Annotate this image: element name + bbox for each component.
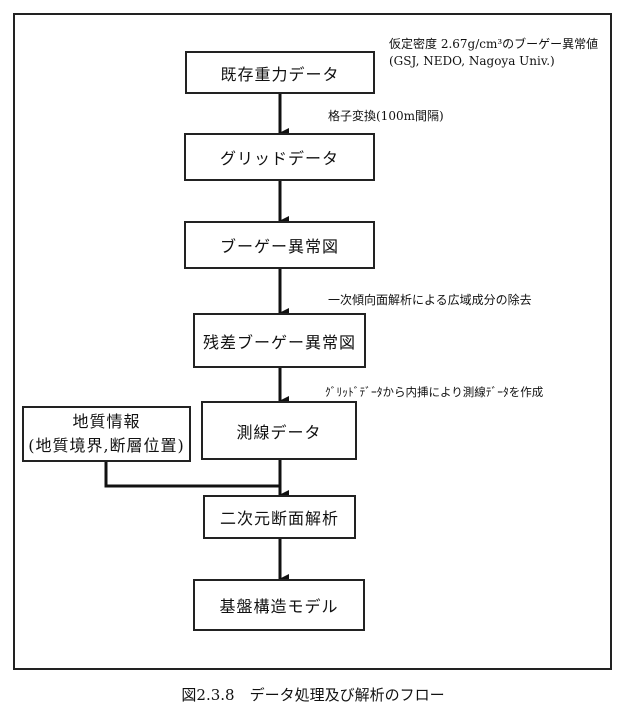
trend-removal-note: 一次傾向面解析による広域成分の除去 bbox=[328, 293, 532, 307]
grid-data-box: グリッドデータ bbox=[184, 133, 375, 181]
interpolation-note: ｸﾞﾘｯﾄﾞﾃﾞｰﾀから内挿により測線ﾃﾞｰﾀを作成 bbox=[325, 385, 544, 399]
survey-line-box: 測線データ bbox=[201, 401, 357, 460]
section-2d-box: 二次元断面解析 bbox=[203, 495, 356, 539]
grid-conversion-note: 格子変換(100m間隔) bbox=[328, 109, 444, 123]
geology-info-detail: (地質境界,断層位置) bbox=[28, 436, 185, 455]
figure-caption: 図2.3.8 データ処理及び解析のフロー bbox=[181, 686, 445, 704]
geology-info-box: 地質情報 (地質境界,断層位置) bbox=[22, 406, 191, 462]
residual-bouguer-box: 残差ブーゲー異常図 bbox=[193, 313, 366, 368]
density-note-line2: (GSJ, NEDO, Nagoya Univ.) bbox=[389, 54, 555, 68]
basement-model-box: 基盤構造モデル bbox=[193, 579, 365, 631]
geology-info-title: 地質情報 bbox=[72, 412, 141, 431]
density-note-line1: 仮定密度 2.67g/cm³のブーゲー異常値 bbox=[389, 37, 599, 51]
existing-gravity-box: 既存重力データ bbox=[185, 51, 375, 94]
bouguer-map-box: ブーゲー異常図 bbox=[184, 221, 375, 269]
diagram-frame bbox=[13, 13, 612, 670]
